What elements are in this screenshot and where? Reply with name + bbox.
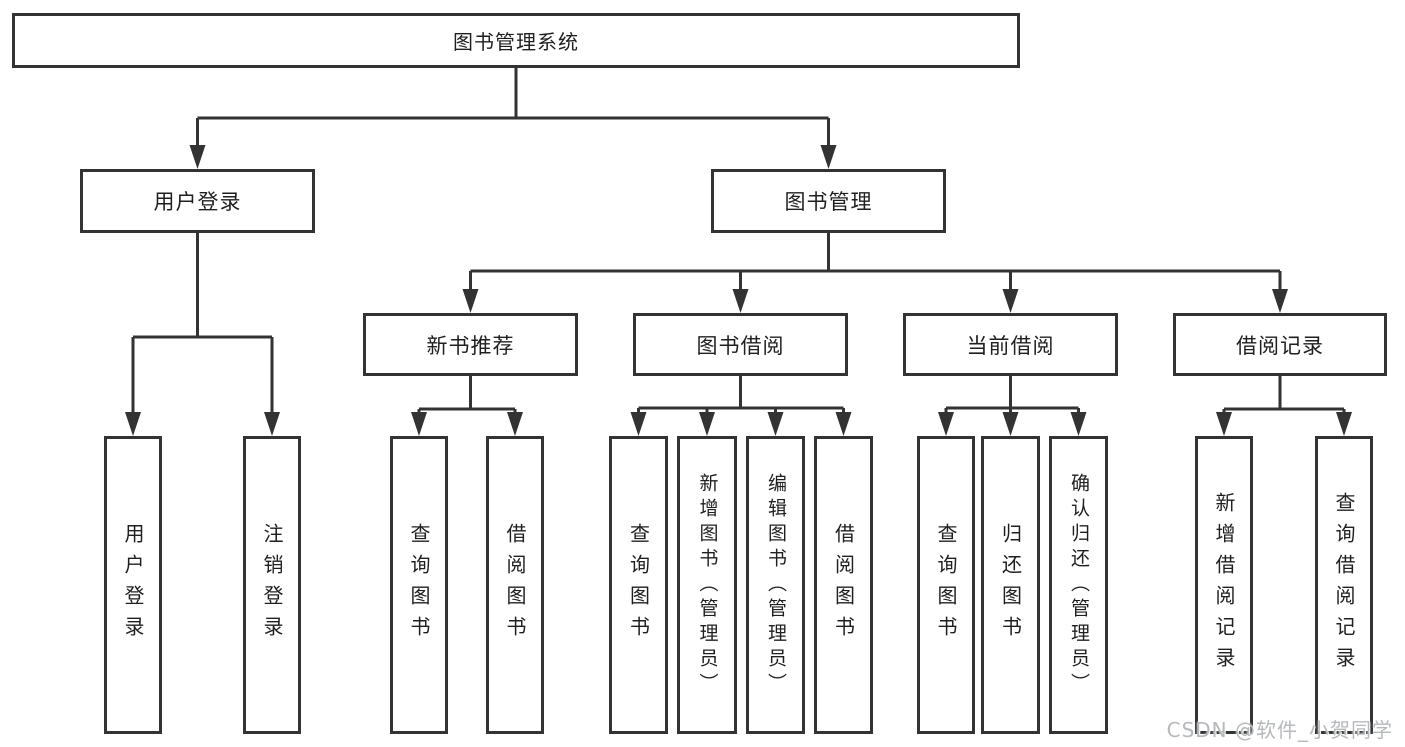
- leaf-recommend-borrow-books: 借阅图书: [486, 436, 544, 734]
- leaf-record-add-record: 新增借阅记录: [1195, 436, 1253, 734]
- leaf-borrow-add-books-admin: 新增图书（管理员）: [677, 436, 737, 734]
- node-user-login-label: 用户登录: [153, 190, 242, 214]
- node-book-management: 图书管理: [711, 169, 946, 233]
- leaf-current-confirm-return-admin: 确认归还（管理员）: [1049, 436, 1108, 734]
- node-book-borrow-label: 图书借阅: [696, 333, 785, 358]
- node-new-book-recommend: 新书推荐: [363, 313, 578, 376]
- leaf-recommend-query-books: 查询图书: [390, 436, 448, 734]
- leaf-record-query-record: 查询借阅记录: [1315, 436, 1373, 734]
- leaf-logout: 注销登录: [243, 436, 301, 734]
- node-new-book-recommend-label: 新书推荐: [426, 333, 515, 358]
- csdn-watermark: CSDN @软件_小贺同学: [1166, 718, 1393, 742]
- leaf-current-return-books: 归还图书: [981, 436, 1040, 734]
- node-root: 图书管理系统: [12, 13, 1020, 68]
- leaf-borrow-query-books: 查询图书: [609, 436, 668, 734]
- leaf-user-login: 用户登录: [104, 436, 162, 734]
- node-current-borrow: 当前借阅: [903, 313, 1118, 376]
- node-book-borrow: 图书借阅: [633, 313, 848, 376]
- leaf-borrow-edit-books-admin: 编辑图书（管理员）: [746, 436, 805, 734]
- leaf-current-query-books: 查询图书: [917, 436, 975, 734]
- node-borrow-record: 借阅记录: [1173, 313, 1387, 376]
- node-root-label: 图书管理系统: [453, 30, 579, 54]
- leaf-borrow-borrow-books: 借阅图书: [814, 436, 873, 734]
- node-current-borrow-label: 当前借阅: [966, 333, 1055, 358]
- node-user-login: 用户登录: [80, 169, 315, 233]
- node-borrow-record-label: 借阅记录: [1236, 333, 1324, 358]
- node-book-management-label: 图书管理: [784, 190, 873, 214]
